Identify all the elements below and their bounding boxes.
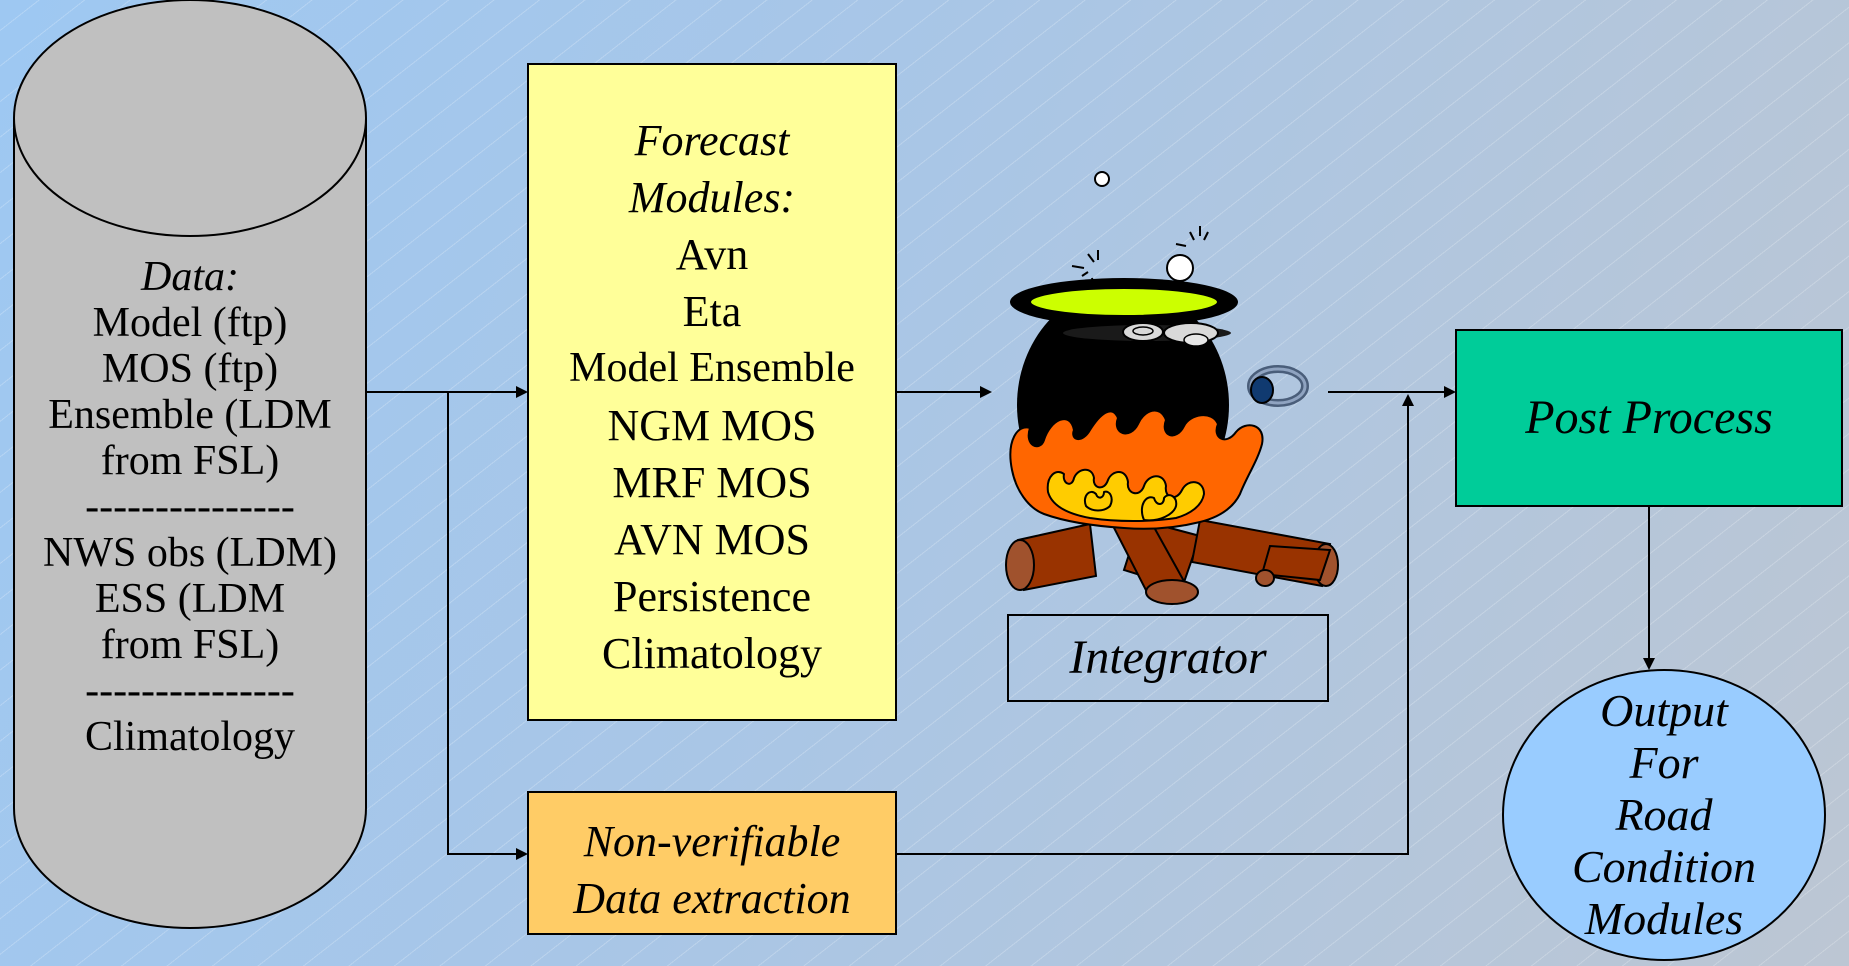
data-divider: --------------- xyxy=(85,484,295,530)
data-cylinder xyxy=(13,0,367,929)
integrator-text: Integrator xyxy=(1069,631,1267,685)
arrow-nonverifiable-to-junction xyxy=(896,394,1414,855)
integrator-box xyxy=(1007,614,1329,702)
forecast-item: NGM MOS xyxy=(607,401,817,450)
non-verifiable-line: Non-verifiable xyxy=(583,817,841,866)
non-verifiable-label: Non-verifiable Data extraction xyxy=(528,805,896,935)
forecast-item: Climatology xyxy=(602,629,822,678)
data-line: Ensemble (LDM xyxy=(48,392,332,438)
bubble-icon xyxy=(1094,171,1110,187)
data-line: from FSL) xyxy=(100,622,280,668)
output-line: Condition xyxy=(1571,841,1757,892)
forecast-item: MRF MOS xyxy=(612,458,812,507)
data-line: Model (ftp) xyxy=(92,300,288,346)
forecast-item: AVN MOS xyxy=(613,515,811,564)
data-line: ESS (LDM xyxy=(94,576,286,622)
data-heading: Data: xyxy=(141,254,239,300)
forecast-modules-label: Forecast Modules: Avn Eta Model Ensemble… xyxy=(528,112,896,682)
output-line: Road xyxy=(1615,789,1713,840)
post-process-label: Post Process xyxy=(1456,330,1842,506)
data-store-label: Data: Model (ftp) MOS (ftp) Ensemble (LD… xyxy=(14,254,366,760)
output-line: Modules xyxy=(1584,893,1744,944)
forecast-modules-box xyxy=(527,63,897,721)
fire-icon xyxy=(1009,409,1264,530)
data-divider: --------------- xyxy=(85,668,295,714)
output-label: Output For Road Condition Modules xyxy=(1503,670,1825,960)
output-circle xyxy=(1502,669,1826,961)
non-verifiable-line: Data extraction xyxy=(573,874,851,923)
cauldron-icon xyxy=(1005,171,1339,605)
data-line: MOS (ftp) xyxy=(101,346,279,392)
forecast-item: Persistence xyxy=(613,572,811,621)
sparkle-icon xyxy=(1175,226,1209,247)
non-verifiable-box xyxy=(527,791,897,935)
logs xyxy=(1005,518,1339,605)
data-line: NWS obs (LDM) xyxy=(43,530,337,576)
bubble-icon xyxy=(1166,254,1194,282)
output-line: Output xyxy=(1600,685,1728,736)
data-line: Climatology xyxy=(85,714,295,760)
data-line: from FSL) xyxy=(100,438,280,484)
output-line: For xyxy=(1629,737,1699,788)
connectors xyxy=(366,386,1655,860)
arrow-data-to-nonverifiable xyxy=(447,392,528,860)
forecast-item: Eta xyxy=(682,287,742,336)
forecast-heading: Forecast xyxy=(634,116,790,165)
forecast-item: Model Ensemble xyxy=(569,345,855,391)
soup xyxy=(1029,287,1219,317)
post-process-box xyxy=(1455,329,1843,507)
forecast-item: Avn xyxy=(675,230,749,279)
integrator-label: Integrator xyxy=(1008,615,1328,701)
forecast-heading: Modules: xyxy=(628,173,796,222)
post-process-text: Post Process xyxy=(1525,391,1773,445)
